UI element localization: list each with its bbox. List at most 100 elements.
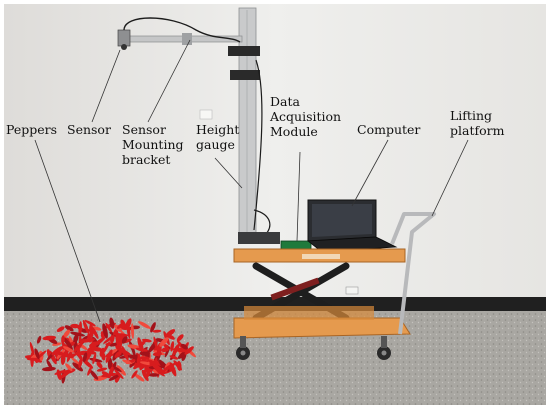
pepper xyxy=(77,338,84,350)
pepper xyxy=(67,353,77,359)
pepper xyxy=(70,356,81,366)
pepper xyxy=(91,326,102,331)
pepper xyxy=(114,369,124,380)
pepper xyxy=(169,355,179,360)
leader-lines xyxy=(34,39,469,323)
pepper xyxy=(152,329,162,333)
pepper xyxy=(29,341,35,358)
pepper xyxy=(169,362,177,377)
pepper xyxy=(122,359,133,365)
pepper xyxy=(78,357,83,368)
pepper xyxy=(62,349,69,357)
pepper xyxy=(108,366,114,377)
pepper xyxy=(103,335,115,344)
pepper xyxy=(46,359,53,370)
pepper xyxy=(89,358,103,363)
pepper xyxy=(167,334,175,340)
pepper xyxy=(101,371,111,379)
pepper xyxy=(114,350,122,358)
pepper xyxy=(131,370,138,379)
pepper xyxy=(56,369,62,381)
pepper xyxy=(138,321,151,329)
label-computer: Computer xyxy=(357,122,421,137)
pepper xyxy=(63,337,73,350)
pepper xyxy=(78,321,82,337)
pepper xyxy=(96,361,103,369)
leader-sensor xyxy=(91,49,121,123)
pepper xyxy=(56,326,65,333)
pepper xyxy=(184,346,194,355)
leader-height-gauge xyxy=(214,157,243,189)
pepper xyxy=(63,329,71,338)
leader-lifting xyxy=(431,139,469,217)
pepper xyxy=(82,320,90,334)
pepper xyxy=(176,334,184,342)
label-sensor-mounting-bracket: Sensor Mounting bracket xyxy=(122,122,184,167)
pepper xyxy=(130,323,135,339)
label-sensor: Sensor xyxy=(67,122,111,137)
pepper xyxy=(135,347,149,352)
pepper xyxy=(64,325,74,332)
pepper xyxy=(92,353,97,365)
pepper xyxy=(152,352,162,357)
sensor-body xyxy=(117,29,131,47)
pepper xyxy=(65,363,73,372)
pepper xyxy=(84,347,94,363)
pepper xyxy=(82,352,88,363)
pepper xyxy=(70,331,85,337)
laptop-keyboard xyxy=(306,236,398,253)
pepper xyxy=(146,366,151,378)
pepper xyxy=(153,336,159,352)
label-data-acquisition-module: Data Acquisition Module xyxy=(270,94,342,139)
leader-bracket xyxy=(147,39,191,123)
pepper xyxy=(159,337,169,347)
pepper xyxy=(42,335,57,341)
pepper xyxy=(116,365,126,376)
pepper xyxy=(87,366,92,376)
platform-handle xyxy=(390,212,436,335)
pepper-pile xyxy=(24,317,196,384)
leader-daq xyxy=(296,151,301,242)
pepper xyxy=(89,369,99,380)
pepper xyxy=(136,353,141,368)
base-tray xyxy=(244,306,374,320)
leader-computer xyxy=(351,139,389,207)
pepper xyxy=(76,346,81,360)
label-peppers: Peppers xyxy=(6,122,58,137)
pepper xyxy=(72,362,84,372)
arm-joint xyxy=(182,33,192,45)
pepper xyxy=(180,343,188,350)
pepper xyxy=(91,326,99,339)
pepper xyxy=(141,338,152,343)
hydraulic-cylinder xyxy=(270,277,320,301)
pepper xyxy=(150,322,156,333)
pepper xyxy=(176,360,182,371)
pepper xyxy=(102,323,108,339)
pepper xyxy=(108,373,121,381)
pepper xyxy=(90,346,103,352)
laptop-display xyxy=(312,204,372,237)
pepper xyxy=(82,359,94,369)
leader-peppers xyxy=(34,139,101,323)
pepper xyxy=(70,323,80,329)
sensor-cable xyxy=(123,17,241,43)
pepper xyxy=(152,364,164,373)
post-base xyxy=(238,232,280,244)
post-clamp-lower xyxy=(230,70,260,80)
pepper xyxy=(58,370,71,379)
label-height-gauge: Height gauge xyxy=(196,122,240,152)
pepper xyxy=(36,335,42,344)
pepper xyxy=(126,323,131,339)
pepper xyxy=(160,368,173,375)
post-cable xyxy=(253,59,263,231)
pepper xyxy=(61,335,65,345)
pepper xyxy=(53,350,65,356)
pepper xyxy=(147,373,160,377)
pepper xyxy=(120,319,126,328)
post-clamp-upper xyxy=(228,46,260,56)
pepper xyxy=(105,349,113,363)
pepper xyxy=(96,367,108,372)
pepper xyxy=(117,348,131,356)
